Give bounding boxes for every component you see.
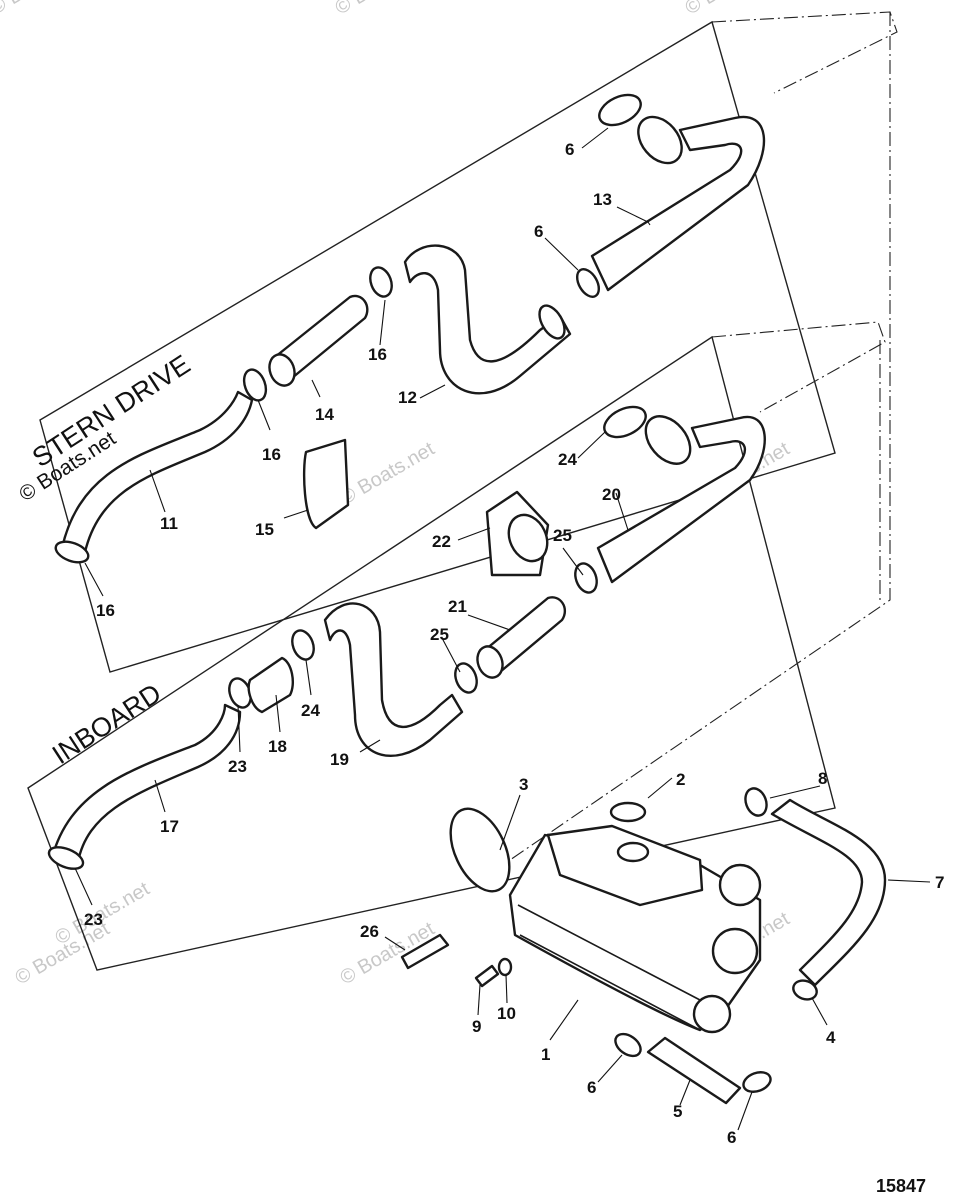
callout-10: 10 — [497, 1004, 516, 1023]
main-dash-right — [509, 12, 891, 861]
plate-22-ring — [507, 513, 549, 563]
watermark: © Boats.net — [337, 438, 439, 510]
callout-8: 8 — [818, 769, 827, 788]
inboard-title: INBOARD — [47, 678, 167, 770]
clamp-23-lower — [47, 846, 85, 870]
clamp-6-top — [598, 93, 642, 127]
callout-1: 1 — [541, 1045, 550, 1064]
filler-neck — [616, 841, 650, 863]
callout-20: 20 — [602, 485, 621, 504]
clamp-3 — [449, 807, 511, 893]
watermark: © Boats.net — [332, 0, 434, 19]
callout-16-a: 16 — [368, 345, 387, 364]
callout-6-lower-a: 6 — [587, 1078, 596, 1097]
callout-21: 21 — [448, 597, 467, 616]
callout-26: 26 — [360, 922, 379, 941]
clamp-24-lower — [291, 629, 315, 661]
watermark: © Boats.net — [682, 0, 784, 19]
heat-exchanger-outlet — [718, 863, 762, 907]
clamp-25-upper — [574, 562, 598, 594]
heat-exchanger-end-cap-lower — [692, 994, 732, 1034]
pipe-12-coupler — [538, 304, 566, 340]
clamp-6-mid — [575, 268, 601, 298]
clamp-16-a — [242, 368, 268, 402]
callout-4: 4 — [826, 1028, 836, 1047]
callout-5: 5 — [673, 1102, 682, 1121]
clamp-16-lower — [54, 540, 90, 564]
callout-23-b: 23 — [84, 910, 103, 929]
callout-23-a: 23 — [228, 757, 247, 776]
pipe-20-inlet — [644, 415, 692, 465]
stern-drive-dash — [711, 11, 898, 94]
hose-17 — [50, 703, 242, 864]
bracket-15 — [302, 438, 350, 530]
callout-7: 7 — [935, 873, 944, 892]
callout-6-mid: 6 — [534, 222, 543, 241]
hose-7 — [770, 798, 887, 987]
callout-14: 14 — [315, 405, 334, 424]
heat-exchanger-lines — [517, 904, 701, 1031]
coupler-18 — [247, 656, 294, 714]
callout-12: 12 — [398, 388, 417, 407]
washer-10 — [497, 957, 513, 977]
clamp-4 — [792, 979, 818, 1001]
hose-5 — [646, 1036, 742, 1105]
screw-9 — [474, 964, 500, 988]
leader-lines — [74, 127, 931, 1131]
heat-exchanger-end-cap — [711, 927, 759, 975]
fitting-26 — [400, 933, 450, 970]
hose-11 — [60, 390, 254, 554]
callout-6-top: 6 — [565, 140, 574, 159]
callout-25-b: 25 — [430, 625, 449, 644]
watermark: © Boats.net — [0, 0, 89, 19]
callout-18: 18 — [268, 737, 287, 756]
stern-drive-frame — [39, 20, 836, 673]
callout-6-lower-b: 6 — [727, 1128, 736, 1147]
callout-16-b: 16 — [262, 445, 281, 464]
callout-24-a: 24 — [558, 450, 577, 469]
pipe-13-inlet — [637, 115, 683, 165]
drawing-number: 15847 — [876, 1176, 926, 1196]
clamp-6-lower-b — [742, 1071, 772, 1093]
clamp-8 — [744, 787, 768, 817]
callout-13: 13 — [593, 190, 612, 209]
clamp-16-b — [369, 266, 393, 298]
callout-15: 15 — [255, 520, 274, 539]
inboard-dash — [711, 321, 886, 413]
reservoir-top — [546, 824, 704, 907]
callout-3: 3 — [519, 775, 528, 794]
muffler-21-end — [476, 645, 504, 679]
callout-17: 17 — [160, 817, 179, 836]
callout-24-b: 24 — [301, 701, 320, 720]
clamp-6-lower-a — [614, 1032, 642, 1058]
clamp-25-lower — [454, 662, 478, 694]
callout-19: 19 — [330, 750, 349, 769]
clamp-24-upper — [603, 405, 647, 439]
callout-numbers: 1 2 3 4 5 6 6 6 6 7 8 9 10 11 12 13 14 1… — [84, 140, 944, 1147]
callout-9: 9 — [472, 1017, 481, 1036]
pipe-20 — [596, 415, 766, 584]
callout-25-a: 25 — [553, 526, 572, 545]
pipe-13 — [590, 115, 766, 292]
callout-22: 22 — [432, 532, 451, 551]
cap-2 — [609, 801, 647, 823]
inboard-frame — [27, 335, 836, 971]
pipe-19 — [323, 602, 464, 757]
callout-2: 2 — [676, 770, 685, 789]
callout-16-c: 16 — [96, 601, 115, 620]
muffler-14-end — [268, 353, 296, 387]
callout-11: 11 — [160, 514, 178, 533]
